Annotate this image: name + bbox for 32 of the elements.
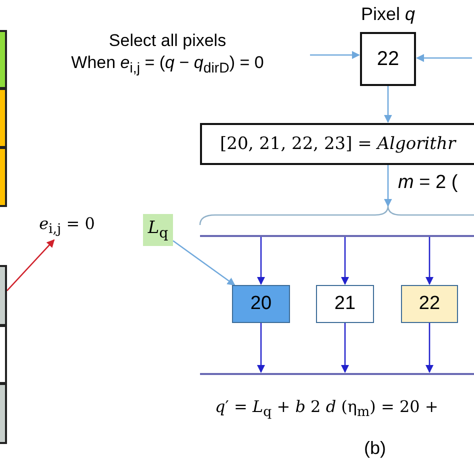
arrow xyxy=(384,86,392,123)
formula-text: q′ = L$_{q}$ + b 2 d (η$_{m}$) = 20 + xyxy=(215,397,438,420)
arrow xyxy=(426,237,434,285)
arrow xyxy=(416,54,472,62)
edge-label: m = 2 ( xyxy=(398,172,458,194)
grid-cell xyxy=(0,147,7,207)
arrow xyxy=(310,51,360,59)
arrow xyxy=(341,237,349,285)
algorithm-box: [20, 21, 22, 23] = Algorithr xyxy=(200,123,474,165)
grid-cell xyxy=(0,88,7,148)
arrow xyxy=(384,165,392,207)
arrow xyxy=(257,323,265,373)
grid-cell xyxy=(0,30,7,89)
variable-label: L$_{q}$ xyxy=(143,214,173,246)
arrow xyxy=(172,240,236,286)
arrow xyxy=(341,323,349,373)
arrow xyxy=(426,323,434,373)
pixel-box: 22 xyxy=(360,32,416,86)
bus-line xyxy=(200,373,474,375)
value-box: 22 xyxy=(401,285,458,323)
pixel-caption: Pixel q xyxy=(360,4,416,25)
arrow xyxy=(6,239,55,292)
grid-cell xyxy=(0,265,7,326)
condition-text: Select all pixels When e$_{i,j}$ = (q − q$_{dirD}$) = 0 xyxy=(25,32,310,78)
value-box: 20 xyxy=(232,285,290,323)
bus-line xyxy=(200,235,474,237)
caption: (b) xyxy=(363,438,387,459)
condition-text: e$_{i,j}$ = 0 xyxy=(34,212,100,240)
value-box: 21 xyxy=(316,285,374,323)
grid-cell xyxy=(0,383,7,444)
arrow xyxy=(257,237,265,285)
grid-cell xyxy=(0,325,7,384)
